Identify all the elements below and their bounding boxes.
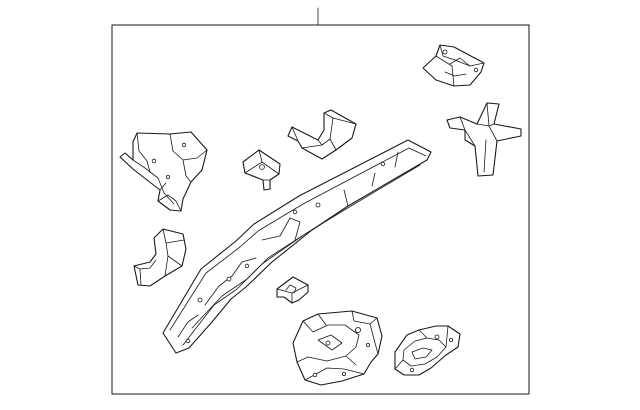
small-mount-plate: [242, 149, 281, 191]
main-frame-rail: [162, 139, 432, 354]
center-bracket: [287, 109, 357, 160]
right-side-bracket: [446, 102, 522, 177]
lower-center-panel: [292, 310, 383, 386]
diagram-frame: [111, 24, 530, 395]
small-block: [276, 276, 309, 304]
upper-right-bracket: [422, 44, 485, 87]
left-upper-bracket: [119, 131, 208, 212]
left-lower-bracket: [133, 228, 187, 287]
lower-right-panel: [394, 325, 461, 376]
